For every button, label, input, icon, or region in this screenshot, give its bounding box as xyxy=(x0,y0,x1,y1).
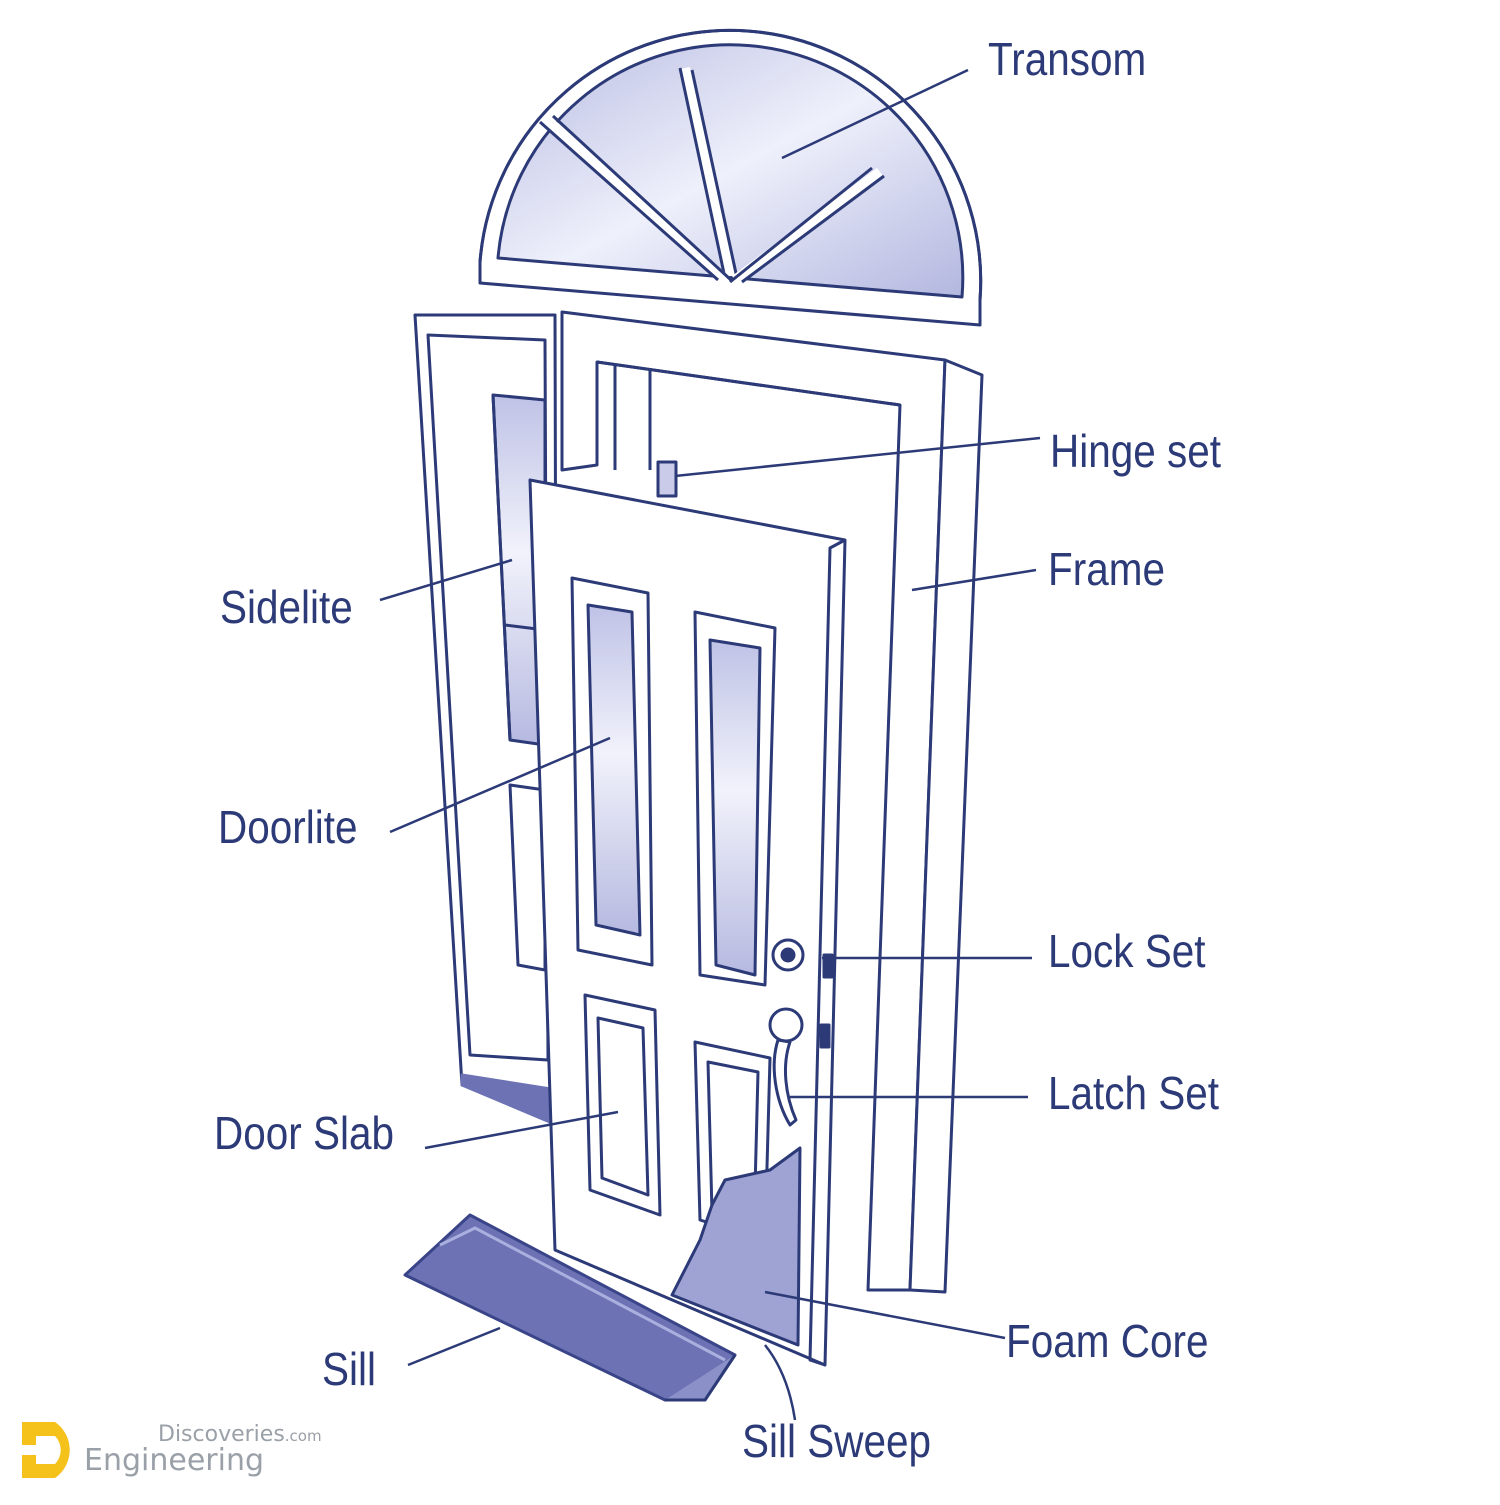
engineering-discoveries-logo xyxy=(22,1422,70,1478)
label-door-slab: Door Slab xyxy=(214,1110,394,1156)
label-sidelite: Sidelite xyxy=(220,584,353,630)
label-sill: Sill xyxy=(322,1346,376,1392)
sidelite-panel xyxy=(415,315,557,1125)
watermark-com: .com xyxy=(285,1427,322,1445)
label-latch-set: Latch Set xyxy=(1048,1070,1219,1116)
label-doorlite: Doorlite xyxy=(218,804,357,850)
leader-hinge-set xyxy=(675,438,1040,476)
label-transom: Transom xyxy=(988,36,1146,82)
label-lock-set: Lock Set xyxy=(1048,928,1206,974)
label-frame: Frame xyxy=(1048,546,1165,592)
label-hinge-set: Hinge set xyxy=(1050,428,1221,474)
leader-sill-sweep xyxy=(765,1345,795,1420)
label-foam-core: Foam Core xyxy=(1006,1318,1208,1364)
watermark-line2: Engineering xyxy=(84,1446,264,1476)
transom-window xyxy=(480,30,981,325)
leader-sill xyxy=(408,1328,500,1365)
label-sill-sweep: Sill Sweep xyxy=(742,1418,931,1464)
door-slab xyxy=(530,480,845,1365)
